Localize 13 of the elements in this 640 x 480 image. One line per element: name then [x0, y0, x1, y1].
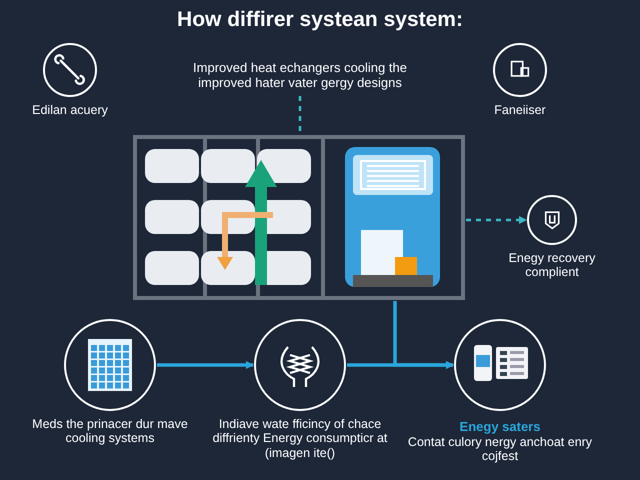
- node-heading: Enegy saters: [460, 419, 540, 434]
- node-text: Edilan acuery: [32, 103, 108, 118]
- node-text: Meds the prinacer dur mave cooling systems: [31, 417, 189, 446]
- node-text: Faneiiser: [494, 103, 546, 118]
- diagram-title: How diffirer systean system:: [176, 8, 464, 32]
- arrow: [393, 301, 454, 369]
- node-text: Indiave wate fficincy of chace diffrienty Energy consumpticr at (imagen ite(): [212, 417, 388, 460]
- dashed-connector: [298, 96, 302, 134]
- dashed-connector: [466, 216, 527, 224]
- arrow: [157, 361, 254, 369]
- node-text: Enegy recovery complient: [508, 251, 596, 280]
- node-text: Contat culory nergy anchoat enry cojfest: [406, 435, 594, 464]
- node-text: Improved heat echangers cooling the improved hater vater gergy designs: [192, 61, 408, 91]
